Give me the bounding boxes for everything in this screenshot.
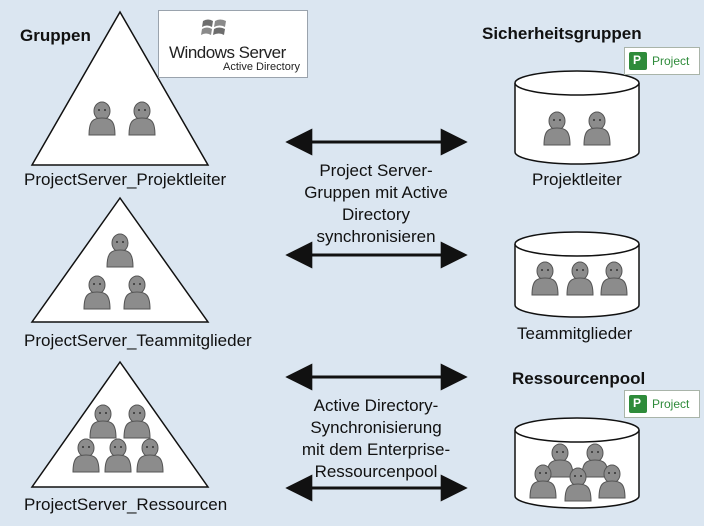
resource-pool-cylinder bbox=[514, 417, 640, 509]
security-group-cylinder-teammitglieder bbox=[514, 231, 640, 318]
sync-text-groups-line: Directory bbox=[341, 205, 410, 224]
sync-text-resources-line: Ressourcenpool bbox=[314, 462, 438, 481]
ad-group-label-projektleiter: ProjectServer_Projektleiter bbox=[24, 170, 227, 189]
resource-pool-header: Ressourcenpool bbox=[512, 369, 646, 388]
groups-header: Gruppen bbox=[20, 26, 91, 45]
ad-group-triangle-ressourcen bbox=[30, 360, 210, 488]
sync-text-groups-line: synchronisieren bbox=[316, 227, 436, 246]
sync-text-resources-line: Synchronisierung bbox=[310, 418, 442, 437]
project-badge-label: Project bbox=[652, 54, 690, 68]
windows-server-product: Active Directory bbox=[223, 61, 301, 73]
security-group-label-teammitglieder: Teammitglieder bbox=[517, 324, 633, 343]
security-groups-header: Sicherheitsgruppen bbox=[482, 24, 642, 43]
sync-text-resources-line: mit dem Enterprise- bbox=[301, 440, 451, 459]
windows-server-name: Windows Server bbox=[169, 43, 286, 62]
project-badge-label: Project bbox=[652, 397, 690, 411]
sync-text-resources: Active Directory- Synchronisierung mit d… bbox=[290, 395, 462, 483]
ad-group-label-teammitglieder: ProjectServer_Teammitglieder bbox=[24, 331, 252, 350]
ad-group-label-ressourcen: ProjectServer_Ressourcen bbox=[24, 495, 228, 514]
sync-text-resources-line: Active Directory- bbox=[313, 396, 439, 415]
windows-server-logo: Windows Server Active Directory bbox=[158, 10, 308, 78]
sync-text-groups-line: Gruppen mit Active bbox=[304, 183, 448, 202]
sync-text-groups-line: Project Server- bbox=[319, 161, 433, 180]
project-badge-security: Project bbox=[624, 47, 700, 75]
windows-flag-icon bbox=[201, 19, 226, 35]
project-logo-icon bbox=[629, 395, 647, 413]
security-group-cylinder-projektleiter bbox=[514, 70, 640, 165]
sync-text-groups: Project Server- Gruppen mit Active Direc… bbox=[290, 160, 462, 248]
project-badge-resource-pool: Project bbox=[624, 390, 700, 418]
ad-group-triangle-projektleiter bbox=[30, 10, 210, 166]
security-group-label-projektleiter: Projektleiter bbox=[532, 170, 622, 189]
project-logo-icon bbox=[629, 52, 647, 70]
